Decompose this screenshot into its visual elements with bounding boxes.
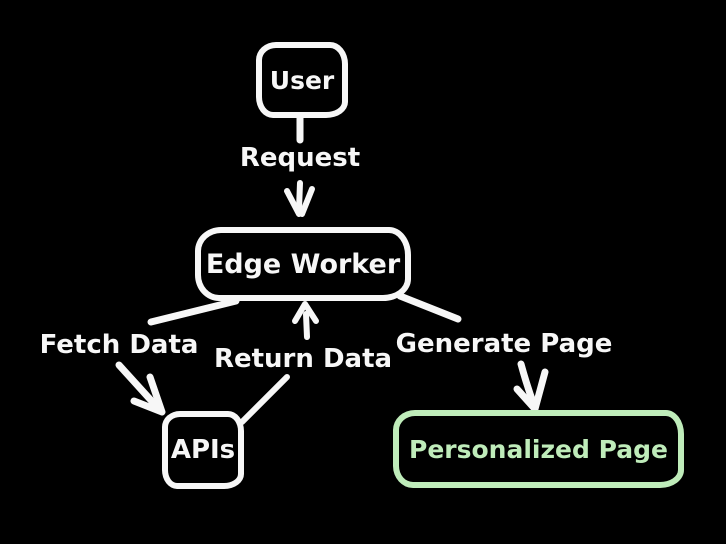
edge-label-generate-page: Generate Page: [395, 329, 613, 359]
node-user-label: User: [269, 65, 335, 95]
node-edge-worker: Edge Worker: [195, 227, 411, 301]
return-data-line: [239, 374, 290, 425]
generate-page-line: [396, 292, 462, 323]
return-data-arrowhead-icon: [292, 301, 319, 340]
node-user: User: [256, 42, 348, 118]
node-apis-label: APIs: [170, 435, 236, 465]
fetch-data-line: [147, 297, 240, 326]
node-personalized-page: Personalized Page: [393, 410, 684, 488]
request-arrowhead-icon: [284, 180, 315, 217]
edge-label-request: Request: [239, 143, 361, 173]
edge-label-return-data: Return Data: [213, 344, 393, 374]
node-edge-worker-label: Edge Worker: [205, 248, 401, 280]
node-personalized-page-label: Personalized Page: [409, 434, 668, 464]
fetch-data-arrow-icon: [115, 361, 166, 416]
node-apis: APIs: [162, 411, 244, 489]
generate-page-arrow-icon: [513, 360, 549, 413]
edge-label-fetch-data: Fetch Data: [39, 330, 199, 360]
